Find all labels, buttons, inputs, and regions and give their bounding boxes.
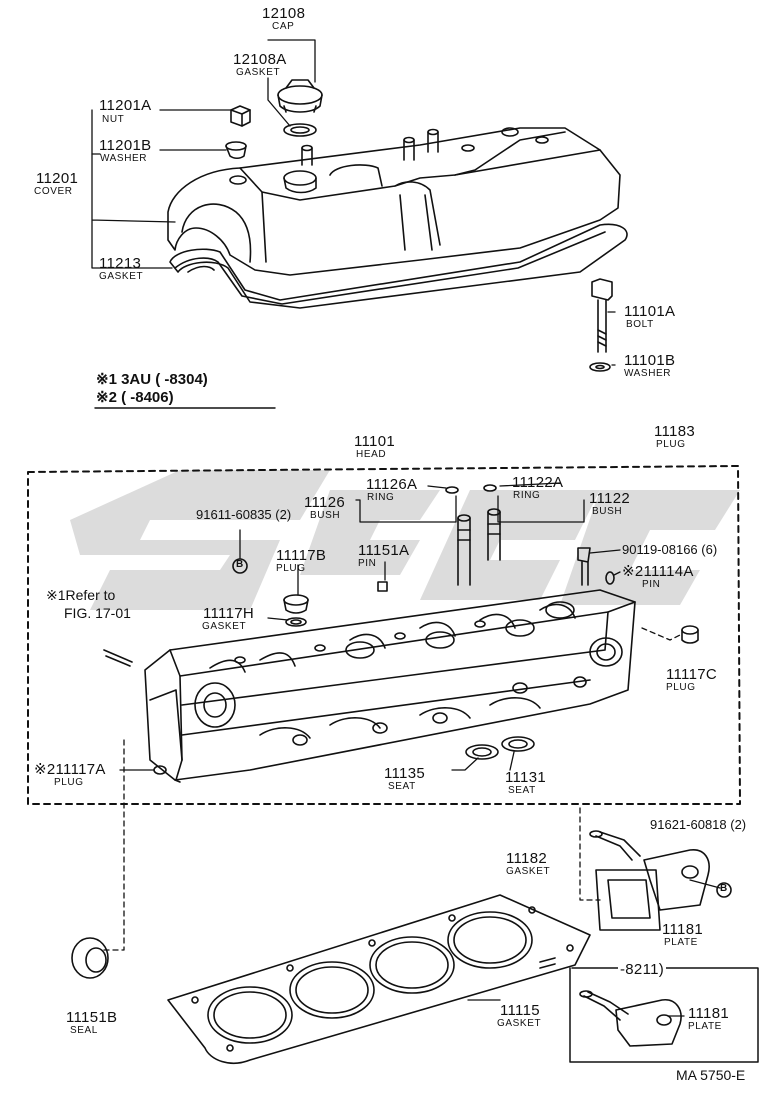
part-number-91611-60835: 91611-60835 (2) <box>196 507 292 522</box>
part-name-washer: WASHER <box>624 368 672 379</box>
plate-assembly-drawing <box>589 830 710 931</box>
part-number-11201b: 11201B <box>99 137 152 154</box>
part-number-11122: 11122 <box>589 490 630 507</box>
head-gasket-drawing <box>167 894 591 1064</box>
part-name-ring: RING <box>513 490 541 501</box>
part-name-washer: WASHER <box>100 153 148 164</box>
part-name-bolt: BOLT <box>626 319 654 330</box>
head-assembly-boundary <box>27 465 741 805</box>
part-number-11135: 11135 <box>384 765 425 782</box>
part-name-plug: PLUG <box>666 682 696 693</box>
figure-code: MA 5750-E <box>676 1067 746 1083</box>
circle-mark-b: B <box>236 559 244 570</box>
part-number-91621-60818: 91621-60818 (2) <box>650 817 747 832</box>
part-name-plug: PLUG <box>54 777 84 788</box>
inset-box <box>569 967 759 1063</box>
part-number-11151b: 11151B <box>66 1009 118 1026</box>
leader-lines-cover <box>91 39 616 366</box>
part-name-gasket: GASKET <box>202 621 247 632</box>
part-number-11201a: 11201A <box>99 97 152 114</box>
part-name-gasket: GASKET <box>99 271 144 282</box>
refer-note: ※1Refer to <box>46 587 116 603</box>
part-number-11101b: 11101B <box>624 352 676 369</box>
part-number-11101a: 11101A <box>624 303 676 320</box>
part-number-11117c: 11117C <box>666 666 718 683</box>
part-number-12108: 12108 <box>262 5 306 22</box>
part-number-11126a: 11126A <box>366 476 418 493</box>
part-number-11151a: 11151A <box>358 542 410 559</box>
part-name-gasket: GASKET <box>506 866 551 877</box>
part-name-plate: PLATE <box>664 937 698 948</box>
part-name-head: HEAD <box>356 449 387 460</box>
part-number-11213: 11213 <box>99 255 142 272</box>
circle-mark-b: B <box>720 883 728 894</box>
watermark-logo <box>70 470 740 610</box>
cylinder-head-drawing <box>103 484 732 898</box>
part-number-11183: 11183 <box>654 423 695 440</box>
part-number-11117h: 11117H <box>203 605 255 622</box>
part-number-11201: 11201 <box>36 170 79 187</box>
part-name-plate-inset: PLATE <box>688 1021 722 1032</box>
part-number-11115: 11115 <box>500 1002 540 1019</box>
part-name-pin: PIN <box>642 579 661 590</box>
part-number-11131: 11131 <box>505 769 546 786</box>
part-name-nut: NUT <box>102 114 125 125</box>
part-number-11181-inset: 11181 <box>688 1005 729 1022</box>
part-number-90119-08166: 90119-08166 (6) <box>622 542 718 557</box>
part-number-11114a: ※211114A <box>622 563 694 580</box>
note-1: ※1 3AU ( -8304) <box>96 371 208 388</box>
part-name-cover: COVER <box>34 186 73 197</box>
part-number-11101: 11101 <box>354 433 395 450</box>
part-name-plug: PLUG <box>276 563 306 574</box>
part-number-11117a: ※211117A <box>34 761 106 778</box>
date-range-note: -8211) <box>618 961 667 978</box>
part-name-cap: CAP <box>272 21 295 32</box>
part-name-pin: PIN <box>358 558 377 569</box>
part-number-12108a: 12108A <box>233 51 287 68</box>
part-name-bush: BUSH <box>310 510 341 521</box>
part-number-11181: 11181 <box>662 921 703 938</box>
part-name-gasket: GASKET <box>497 1018 542 1029</box>
refer-figure: FIG. 17-01 <box>64 605 131 621</box>
part-name-plug: PLUG <box>656 439 686 450</box>
part-name-seat: SEAT <box>388 781 416 792</box>
part-number-11122a: 11122A <box>512 474 564 491</box>
part-number-11182: 11182 <box>506 850 547 867</box>
seal-drawing <box>71 937 109 979</box>
part-name-bush: BUSH <box>592 506 623 517</box>
part-name-gasket: GASKET <box>236 67 281 78</box>
part-name-seal: SEAL <box>70 1025 98 1036</box>
part-name-ring: RING <box>367 492 395 503</box>
note-2: ※2 ( -8406) <box>96 389 174 406</box>
part-number-11117b: 11117B <box>276 547 327 564</box>
part-name-seat: SEAT <box>508 785 536 796</box>
valve-cover-drawing <box>167 79 628 372</box>
part-number-11126: 11126 <box>304 494 345 511</box>
